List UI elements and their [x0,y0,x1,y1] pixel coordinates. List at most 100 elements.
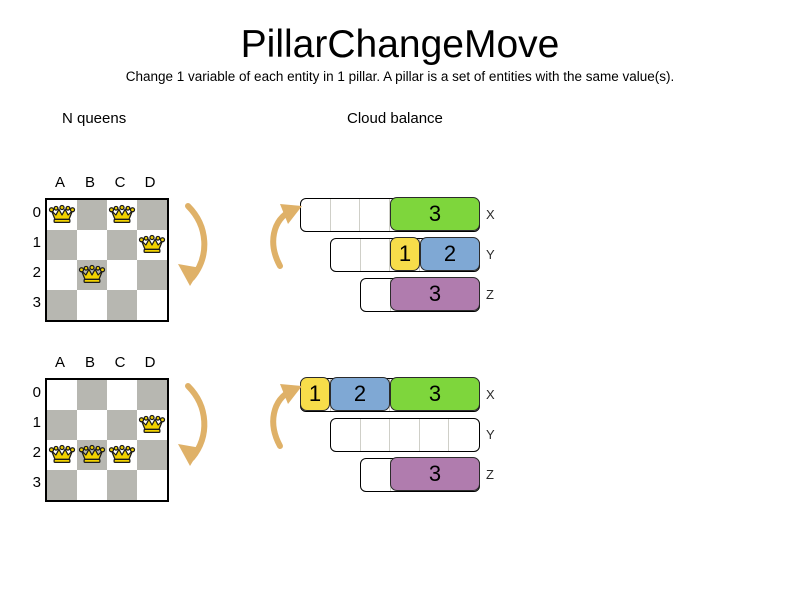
queen-crown-icon [48,204,76,223]
board-cell-a1[interactable] [47,410,77,440]
process-value: 3 [428,201,442,226]
board-row-label-0: 0 [32,204,41,221]
board-column-label-a: A [54,174,65,191]
computer-label-z: Z [486,287,494,302]
chess-board [45,198,169,322]
board-cell-a2[interactable] [47,440,77,470]
queen-crown-icon [48,444,76,463]
board-cell-c0[interactable] [107,380,137,410]
board-cell-c2[interactable] [107,260,137,290]
section-heading-nqueens: N queens [62,110,127,127]
board-column-label-c: C [114,354,126,371]
capacity-slot [331,199,361,231]
process-block-3[interactable]: 3 [390,377,480,411]
capacity-slot [390,419,420,451]
board-cell-a3[interactable] [47,470,77,500]
board-cell-a0[interactable] [47,380,77,410]
computer-label-y: Y [486,427,495,442]
process-value: 2 [443,241,457,266]
queen-crown-icon [78,444,106,463]
computer-label-x: X [486,207,495,222]
capacity-slot [331,419,361,451]
process-block-3[interactable]: 3 [390,197,480,231]
curved-arrow-up-icon [266,374,314,459]
board-cell-c3[interactable] [107,470,137,500]
board-row-label-2: 2 [32,444,41,461]
capacity-slot [449,419,479,451]
process-value: 1 [308,381,322,406]
board-cell-b0[interactable] [77,380,107,410]
capacity-slot [361,419,391,451]
process-value: 2 [353,381,367,406]
curved-arrow-up-icon [266,194,314,279]
process-value: 3 [428,381,442,406]
board-cell-a2[interactable] [47,260,77,290]
board-column-label-a: A [54,354,65,371]
process-block-3[interactable]: 3 [390,457,480,491]
board-cell-d3[interactable] [137,290,167,320]
process-value: 1 [398,241,412,266]
board-cell-c1[interactable] [107,230,137,260]
computer-capacity-track[interactable] [330,418,480,452]
process-block-3[interactable]: 3 [390,277,480,311]
curved-arrow-down-icon [168,376,218,476]
computer-label-x: X [486,387,495,402]
board-cell-d1[interactable] [137,230,167,260]
capacity-slot [360,199,391,231]
capacity-slot [361,239,391,271]
board-cell-b2[interactable] [77,440,107,470]
board-cell-b1[interactable] [77,230,107,260]
cloud-computer-row-y: 1 2 Y [300,237,510,272]
board-column-label-d: D [144,174,156,191]
board-row-label-0: 0 [32,384,41,401]
board-cell-b3[interactable] [77,290,107,320]
capacity-slot [420,419,450,451]
board-cell-d1[interactable] [137,410,167,440]
board-cell-d0[interactable] [137,200,167,230]
process-block-2[interactable]: 2 [330,377,390,411]
board-cell-c0[interactable] [107,200,137,230]
capacity-slot [361,459,391,491]
board-row-label-2: 2 [32,264,41,281]
computer-label-y: Y [486,247,495,262]
board-cell-b3[interactable] [77,470,107,500]
process-block-1[interactable]: 1 [300,377,330,411]
board-row-label-1: 1 [32,234,41,251]
board-cell-d0[interactable] [137,380,167,410]
board-cell-c1[interactable] [107,410,137,440]
board-column-label-b: B [84,354,95,371]
board-cell-b2[interactable] [77,260,107,290]
board-cell-c2[interactable] [107,440,137,470]
board-cell-d2[interactable] [137,260,167,290]
capacity-slot [331,239,361,271]
process-value: 3 [428,281,442,306]
board-column-label-d: D [144,354,156,371]
board-cell-d2[interactable] [137,440,167,470]
board-cell-b0[interactable] [77,200,107,230]
board-cell-a0[interactable] [47,200,77,230]
curved-arrow-down-icon [168,196,218,296]
queen-crown-icon [108,204,136,223]
queen-crown-icon [138,414,166,433]
board-cell-a3[interactable] [47,290,77,320]
board-cell-b1[interactable] [77,410,107,440]
chess-board [45,378,169,502]
page-subtitle: Change 1 variable of each entity in 1 pi… [125,69,675,84]
board-cell-c3[interactable] [107,290,137,320]
process-block-1[interactable]: 1 [390,237,420,271]
board-row-label-1: 1 [32,414,41,431]
board-cell-a1[interactable] [47,230,77,260]
section-heading-cloud: Cloud balance [347,110,443,127]
page-title: PillarChangeMove [240,23,560,66]
capacity-slot [361,279,391,311]
queen-crown-icon [78,264,106,283]
queen-crown-icon [108,444,136,463]
process-block-2[interactable]: 2 [420,237,480,271]
computer-label-z: Z [486,467,494,482]
board-cell-d3[interactable] [137,470,167,500]
board-row-label-3: 3 [32,294,41,311]
